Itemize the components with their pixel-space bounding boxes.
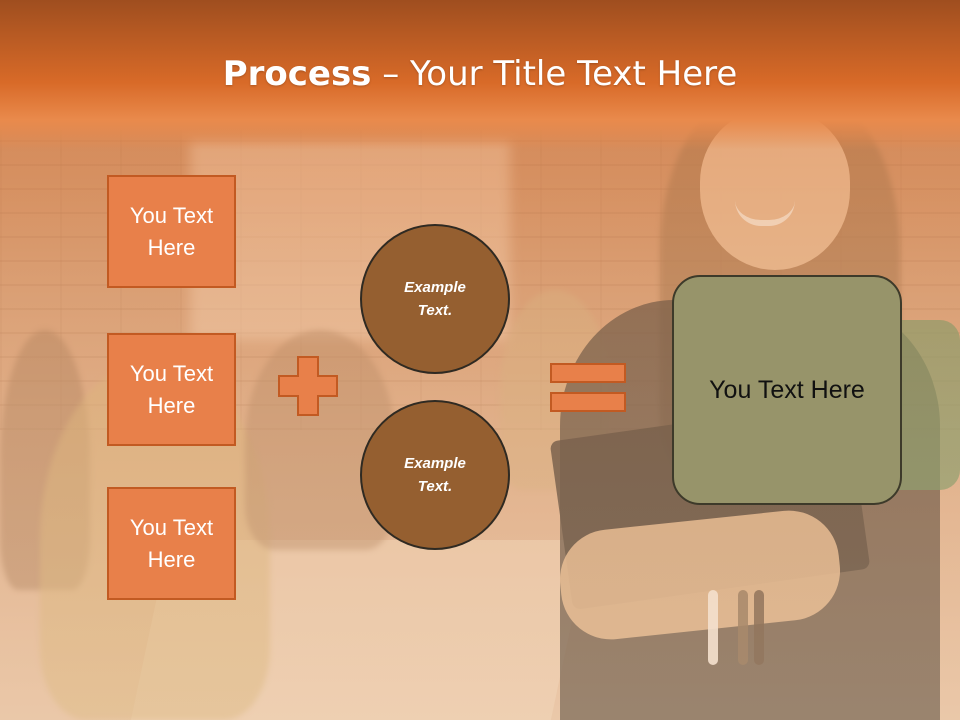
input-box-label: You Text Here (129, 514, 214, 572)
result-box: You Text Here (672, 275, 902, 505)
input-box-label: You Text Here (129, 360, 214, 418)
title-bold: Process (222, 54, 372, 94)
input-box-3: You Text Here (107, 487, 236, 600)
plus-icon (278, 356, 338, 416)
example-circle-2: Example Text. (360, 400, 510, 550)
circle-label: Example Text. (404, 455, 466, 495)
example-circle-1: Example Text. (360, 224, 510, 374)
title-rest: – Your Title Text Here (371, 54, 738, 94)
title-banner (0, 0, 960, 150)
input-box-2: You Text Here (107, 333, 236, 446)
circle-label: Example Text. (404, 279, 466, 319)
equals-bar-top (550, 363, 626, 383)
input-box-label: You Text Here (129, 202, 214, 260)
slide-title: Process – Your Title Text Here (0, 52, 960, 96)
equals-bar-bottom (550, 392, 626, 412)
result-label: You Text Here (709, 375, 865, 404)
input-box-1: You Text Here (107, 175, 236, 288)
